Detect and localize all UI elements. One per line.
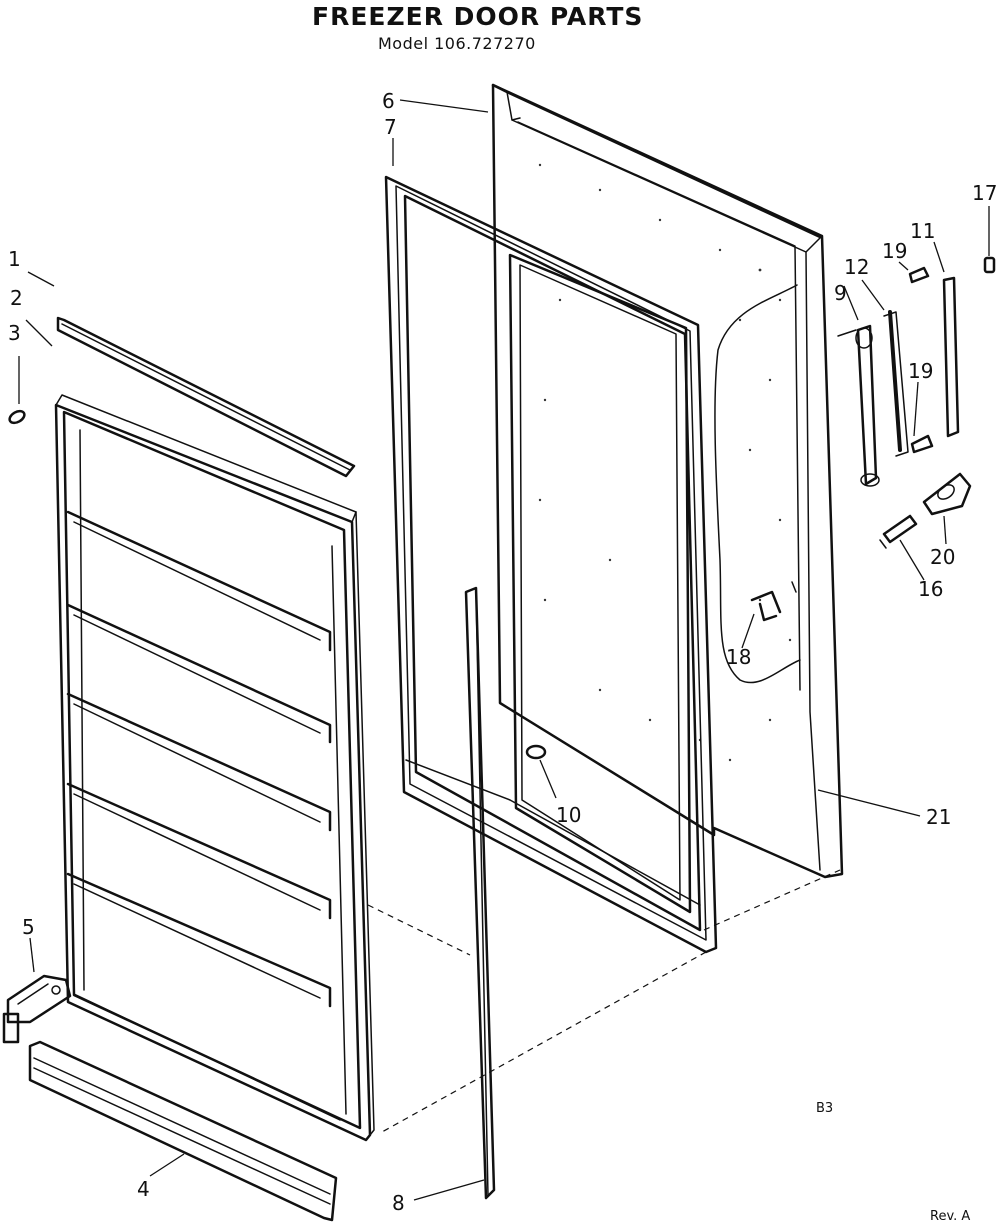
part-20-latch-cover — [922, 472, 972, 516]
callout-21: 21 — [926, 805, 951, 829]
drawing-code: B3 — [816, 1101, 833, 1116]
callout-19-lower: 19 — [908, 359, 933, 383]
callout-20: 20 — [930, 545, 955, 569]
part-10-plug — [525, 744, 557, 799]
part-17-end-cap — [983, 256, 996, 274]
part-4-bottom-trim — [28, 1040, 338, 1222]
part-12-handle-insert — [883, 310, 909, 457]
model-number: Model 106.727270 — [378, 34, 536, 53]
part-9-handle — [837, 324, 880, 487]
part-18-clip — [750, 581, 797, 622]
part-6-outer-door-panel — [491, 83, 844, 879]
callout-2: 2 — [10, 286, 23, 310]
callout-4: 4 — [137, 1177, 150, 1201]
callout-10: 10 — [556, 803, 581, 827]
revision-label: Rev. A — [930, 1209, 970, 1223]
callout-8: 8 — [392, 1191, 405, 1215]
callout-numbers: 1 2 3 4 5 6 7 8 9 10 11 12 16 17 18 19 1… — [8, 89, 997, 1215]
callout-5: 5 — [22, 915, 35, 939]
part-16-latch-screw — [879, 514, 918, 549]
leader-lines — [18, 99, 990, 1201]
callout-7: 7 — [384, 115, 397, 139]
callout-3: 3 — [8, 321, 21, 345]
part-7-door-gasket — [384, 175, 718, 954]
projection-lines — [367, 869, 841, 1133]
callout-19-upper: 19 — [882, 239, 907, 263]
callout-6: 6 — [382, 89, 395, 113]
part-11-trim-strip — [942, 276, 960, 438]
callout-16: 16 — [918, 577, 943, 601]
part-2-door-liner — [54, 394, 375, 1142]
panel-texture — [538, 163, 792, 762]
part-3-button — [8, 409, 26, 425]
part-19-screw-upper — [908, 266, 930, 284]
part-5-hinge — [2, 974, 72, 1044]
callout-12: 12 — [844, 255, 869, 279]
callout-17: 17 — [972, 181, 997, 205]
callout-1: 1 — [8, 247, 21, 271]
part-19-screw-lower — [910, 434, 934, 454]
callout-9: 9 — [834, 281, 847, 305]
part-1-top-trim — [56, 316, 356, 478]
part-8-vertical-strip — [464, 586, 496, 1200]
title-text: FREEZER DOOR PARTS — [312, 2, 644, 31]
callout-18: 18 — [726, 645, 751, 669]
callout-11: 11 — [910, 219, 935, 243]
